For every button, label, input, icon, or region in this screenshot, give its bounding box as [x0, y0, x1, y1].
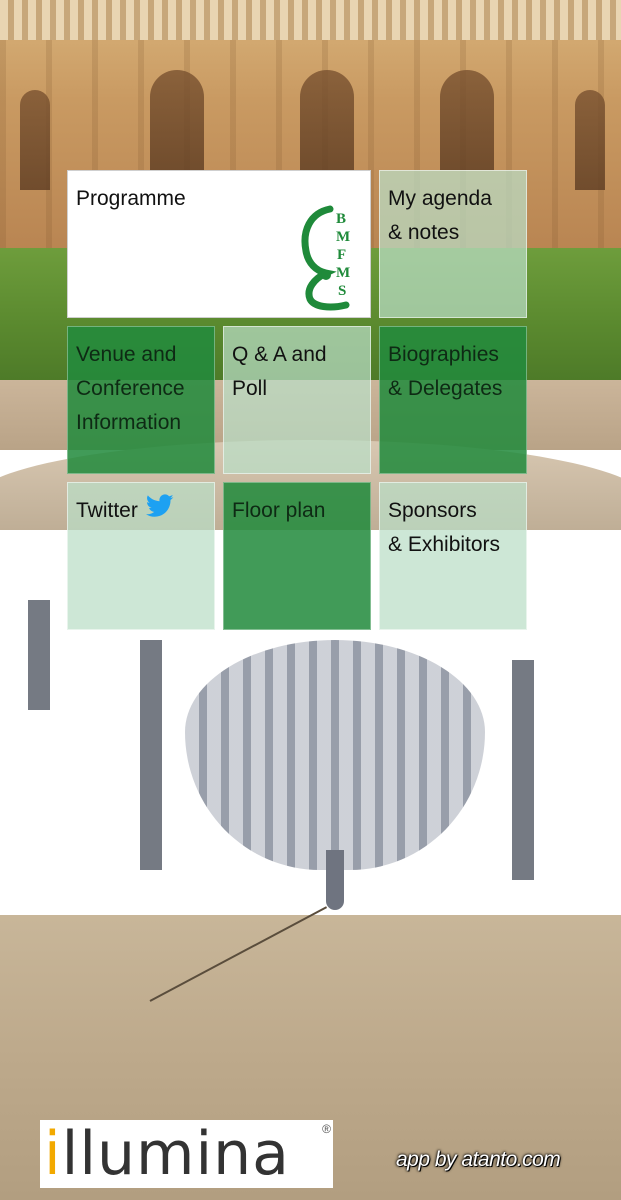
tile-twitter[interactable]: Twitter	[67, 482, 215, 630]
tile-sponsors[interactable]: Sponsors & Exhibitors	[379, 482, 527, 630]
tile-venue-line1: Venue and	[76, 343, 177, 366]
twitter-bird-icon	[145, 494, 174, 518]
tile-twitter-label: Twitter	[76, 491, 206, 531]
illumina-wordmark: illumina	[44, 1119, 290, 1189]
tile-sponsors-line2: & Exhibitors	[388, 533, 501, 556]
app-credit-link[interactable]: app by atanto.com	[396, 1148, 561, 1171]
tile-programme-label: Programme	[76, 187, 186, 210]
tile-my-agenda[interactable]: My agenda & notes	[379, 170, 527, 318]
tile-venue[interactable]: Venue and Conference Information	[67, 326, 215, 474]
svg-text:S: S	[338, 283, 346, 299]
tile-biographies[interactable]: Biographies & Delegates	[379, 326, 527, 474]
tile-floor-plan-label: Floor plan	[232, 499, 326, 522]
tile-venue-line2: Conference	[76, 377, 185, 400]
tile-qa-line2: Poll	[232, 377, 268, 400]
registered-mark: ®	[322, 1122, 331, 1136]
tile-my-agenda-line2: & notes	[388, 221, 460, 244]
svg-text:F: F	[337, 247, 346, 263]
tile-bios-line1: Biographies	[388, 343, 499, 366]
tile-sponsors-line1: Sponsors	[388, 499, 477, 522]
tile-floor-plan[interactable]: Floor plan	[223, 482, 371, 630]
tile-qa-line1: Q & A and	[232, 343, 327, 366]
tile-venue-line3: Information	[76, 411, 182, 434]
tile-programme[interactable]: Programme B M F M S	[67, 170, 371, 318]
svg-text:M: M	[336, 229, 350, 245]
tile-bios-line2: & Delegates	[388, 377, 503, 400]
dome-reflection	[185, 640, 485, 870]
bmfms-logo: B M F M S	[301, 205, 350, 311]
svg-text:M: M	[336, 265, 350, 281]
tile-my-agenda-line1: My agenda	[388, 187, 492, 210]
bmfms-logo-letters: B	[336, 211, 346, 227]
illumina-sponsor-logo[interactable]: illumina ®	[40, 1120, 333, 1188]
tile-qa-poll[interactable]: Q & A and Poll	[223, 326, 371, 474]
